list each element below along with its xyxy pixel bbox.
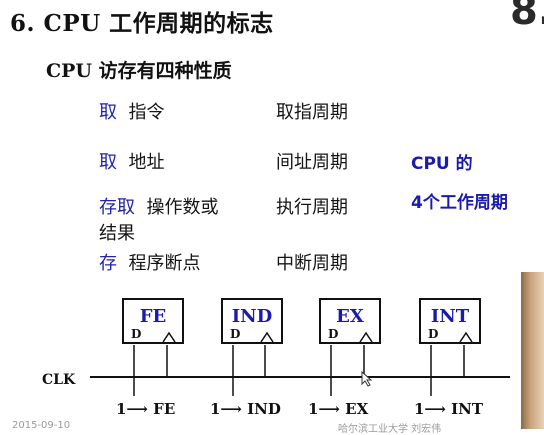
ind-output-label: 1⟶ IND xyxy=(210,400,281,418)
row-1-object: 指令 xyxy=(128,102,165,123)
row-2-cycle: 间址周期 xyxy=(276,152,348,173)
flipflop-ex-d-label: D xyxy=(328,327,339,341)
row-1-access: 取 指令 xyxy=(99,98,164,124)
row-4-cycle: 中断周期 xyxy=(276,253,348,274)
flipflop-ind: IND D xyxy=(221,298,283,344)
row-4-object: 程序断点 xyxy=(128,253,201,274)
row-3-cycle: 执行周期 xyxy=(276,197,348,218)
int-output-label: 1⟶ INT xyxy=(414,400,484,418)
next-slide-fragment: 8. xyxy=(510,0,544,34)
row-3-access: 存取 操作数或 xyxy=(99,193,218,219)
clock-triangle-icon xyxy=(359,331,373,343)
side-note-line-2: 4个工作周期 xyxy=(411,193,508,213)
row-3-keyword: 存取 xyxy=(99,197,135,218)
flipflop-int-label: INT xyxy=(430,306,470,327)
slide-subtitle: CPU 访存有四种性质 xyxy=(46,60,232,82)
mouse-cursor-icon xyxy=(361,370,373,387)
footer-date: 2015-09-10 xyxy=(12,420,71,431)
flipflop-fe: FE D xyxy=(122,298,184,344)
clock-triangle-icon xyxy=(162,331,176,343)
clock-triangle-icon xyxy=(459,331,473,343)
row-1-keyword: 取 xyxy=(99,102,117,123)
row-2-access: 取 地址 xyxy=(99,148,164,174)
clock-triangle-icon xyxy=(260,331,274,343)
flipflop-fe-d-label: D xyxy=(131,327,142,341)
flipflop-ex: EX D xyxy=(319,298,381,344)
flipflop-int: INT D xyxy=(419,298,481,344)
presenter-video-thumbnail xyxy=(521,272,544,429)
row-3-object-line2: 结果 xyxy=(99,223,135,244)
row-3-object: 操作数或 xyxy=(146,197,219,218)
flipflop-ex-label: EX xyxy=(336,306,364,327)
row-4-keyword: 存 xyxy=(99,253,117,274)
fe-output-label: 1⟶ FE xyxy=(116,400,176,418)
row-2-keyword: 取 xyxy=(99,152,117,173)
side-note-line-1: CPU 的 xyxy=(411,154,473,174)
row-4-access: 存 程序断点 xyxy=(99,249,200,275)
footer-source: 哈尔滨工业大学 刘宏伟 xyxy=(338,424,442,435)
slide-title: 6. CPU 工作周期的标志 xyxy=(10,10,274,37)
clock-label: CLK xyxy=(42,372,76,388)
flipflop-ind-d-label: D xyxy=(230,327,241,341)
flipflop-int-d-label: D xyxy=(428,327,439,341)
flipflop-ind-label: IND xyxy=(231,306,273,327)
row-2-object: 地址 xyxy=(128,152,165,173)
flipflop-fe-label: FE xyxy=(139,306,167,327)
row-1-cycle: 取指周期 xyxy=(276,102,348,123)
ex-output-label: 1⟶ EX xyxy=(308,400,369,418)
